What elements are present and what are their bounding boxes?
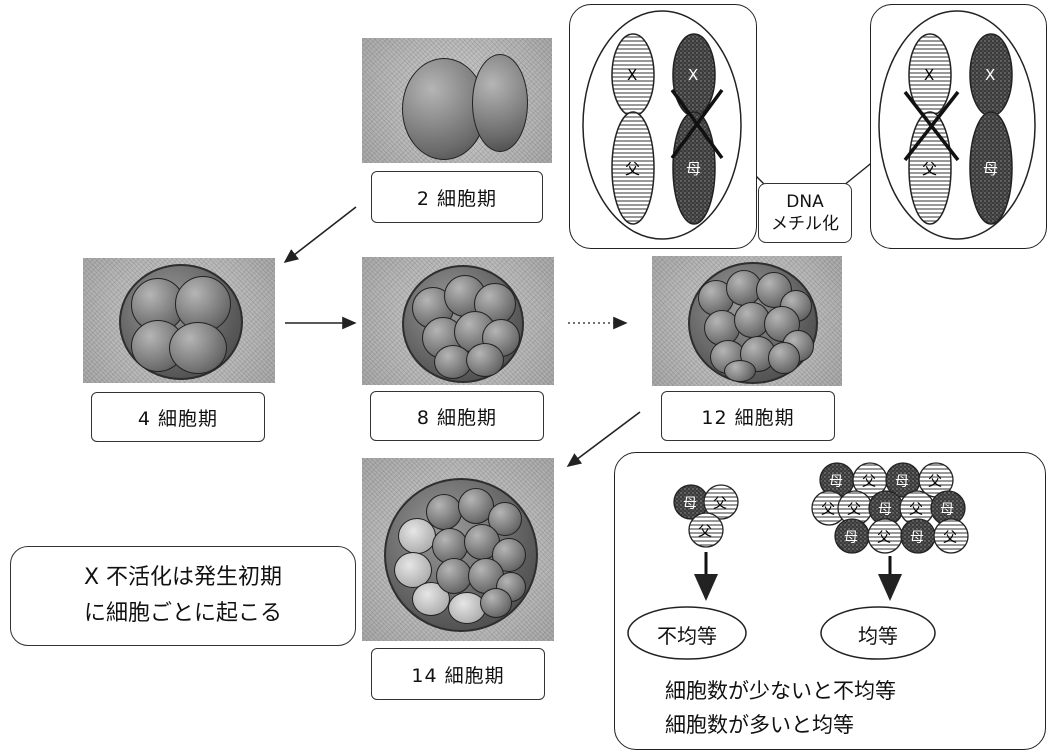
small-label-father-1: 父 (713, 496, 727, 512)
large-label: 父 (928, 474, 942, 490)
large-label: 母 (910, 530, 924, 546)
ratio-caption-line2: 細胞数が多いと均等 (665, 708, 1005, 742)
large-label: 母 (844, 530, 858, 546)
even-label: 均等 (821, 620, 935, 649)
large-label: 母 (940, 502, 954, 518)
small-label-father-2: 父 (698, 524, 712, 540)
large-cluster: 母 父 母 父 父 父 母 父 母 母 父 母 父 (812, 463, 968, 553)
ratio-caption-line1: 細胞数が少ないと不均等 (665, 674, 1005, 708)
small-label-mother: 母 (683, 496, 697, 512)
large-label: 母 (878, 502, 892, 518)
large-label: 母 (829, 474, 843, 490)
large-label: 父 (877, 530, 891, 546)
uneven-label: 不均等 (628, 620, 746, 649)
small-cluster: 母 父 父 (674, 485, 738, 547)
large-label: 父 (847, 502, 861, 518)
large-label: 母 (895, 474, 909, 490)
ratio-caption: 細胞数が少ないと不均等 細胞数が多いと均等 (665, 674, 1005, 742)
large-label: 父 (862, 474, 876, 490)
large-label: 父 (821, 502, 835, 518)
large-label: 父 (909, 502, 923, 518)
large-label: 父 (943, 530, 957, 546)
